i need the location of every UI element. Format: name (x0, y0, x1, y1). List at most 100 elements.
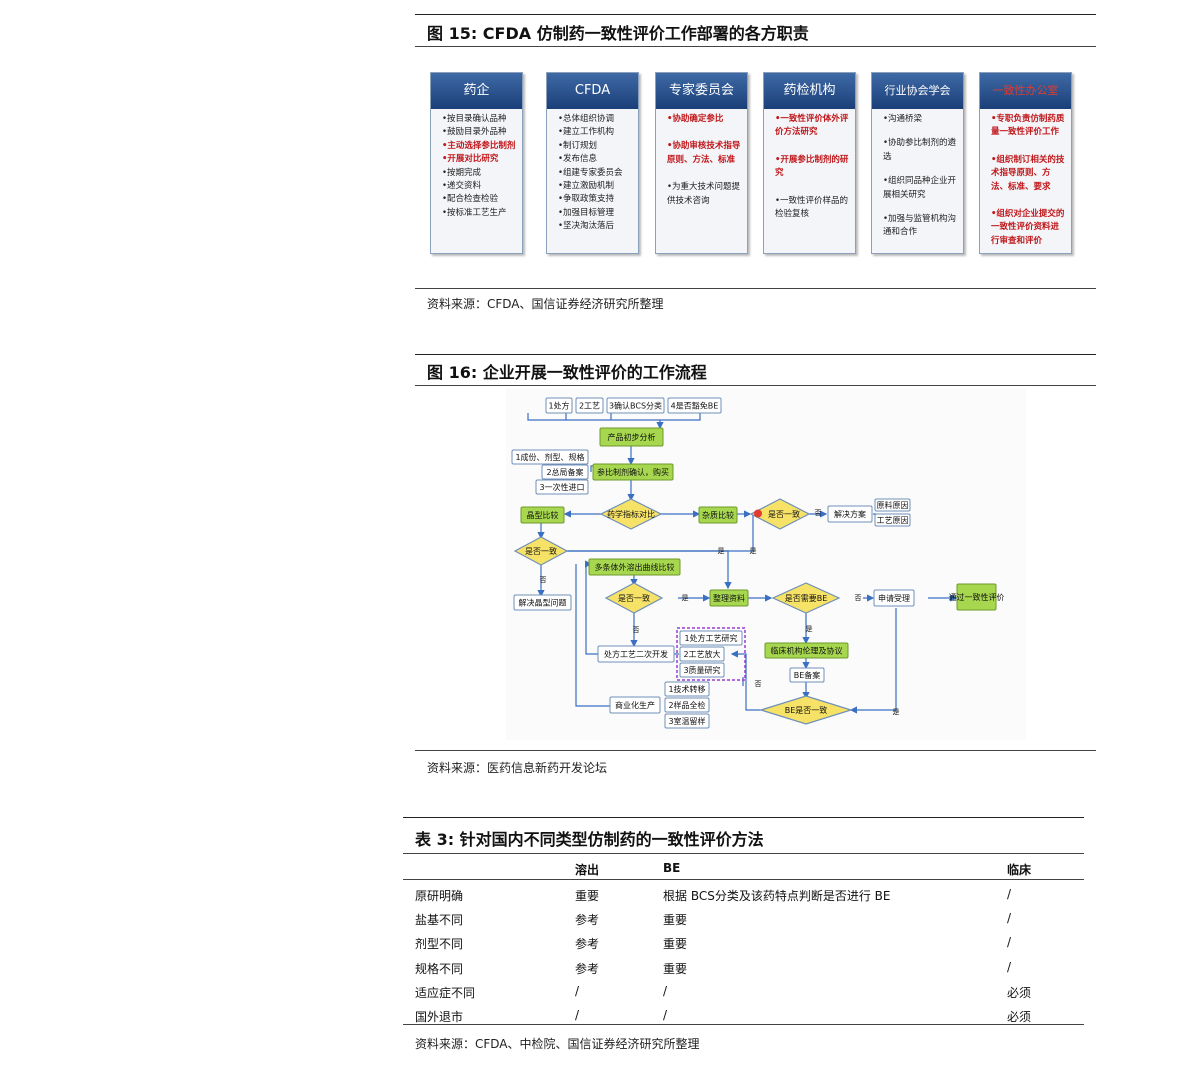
fig15-column-2: 专家委员会•协助确定参比•协助审核技术指导原则、方法、标准•为重大技术问题提供技… (655, 72, 748, 254)
flow-decision-pharm (599, 498, 663, 530)
flow-no-label: 否 (633, 626, 640, 634)
fig15-column-item: •协助参比制剂的遴选 (883, 138, 957, 162)
fig15-column-item: •沟通桥梁 (883, 114, 923, 124)
table-cell: 盐基不同 (415, 913, 464, 927)
flow-yes-label: 是 (750, 547, 757, 555)
table-cell: 重要 (663, 937, 688, 951)
table-row: 盐基不同 参考 重要 / (403, 907, 1084, 931)
fig15-column-header: 专家委员会 (656, 73, 747, 109)
fig15-column-item: •总体组织协调 (558, 114, 615, 124)
flow-box-com2 (664, 697, 710, 713)
flow-connector (527, 413, 664, 430)
flow-box-commercial (609, 696, 661, 714)
fig15-column-1: CFDA•总体组织协调•建立工作机构•制订规划•发布信息•组建专家委员会•建立激… (546, 72, 639, 254)
fig15-column-item: •组织制订相关的技术指导原则、方法、标准、要求 (991, 154, 1065, 192)
fig15-column-item: •建立工作机构 (558, 127, 615, 138)
fig15-column-item: •组织同品种企业开展相关研究 (883, 176, 957, 200)
fig15-column-header: CFDA (547, 73, 638, 109)
table-cell: 参考 (575, 937, 600, 951)
fig15-title-rule (415, 46, 1096, 47)
table-cell: 根据 BCS分类及该药特点判断是否进行 BE (663, 889, 891, 903)
fig15-column-3: 药检机构•一致性评价体外评价方法研究•开展参比制剂的研究•一致性评价样品的检验复… (763, 72, 856, 254)
flow-box-left2-label: 2总局备案 (546, 467, 583, 477)
fig15-column-item: •鼓励目录外品种 (442, 127, 507, 138)
flow-box-com1-label: 1技术转移 (668, 684, 705, 694)
table3-header-clinical: 临床 (1007, 863, 1032, 877)
table-row: 剂型不同 参考 重要 / (403, 931, 1084, 955)
flow-box-crystal (520, 506, 565, 524)
flow-box-clinic-label: 临床机构伦理及协议 (771, 646, 843, 656)
table3-bottom-rule (403, 1024, 1084, 1025)
fig16-source: 资料来源：医药信息新药开发论坛 (427, 761, 608, 775)
flow-no-label: 否 (855, 594, 862, 602)
fig15-column-item: •开展对比研究 (442, 154, 499, 165)
fig15-column-item: •加强目标管理 (558, 207, 615, 218)
flow-box-left3 (535, 479, 589, 495)
fig15-bottom-rule (415, 288, 1096, 289)
table3-header-row: 溶出 BE 临床 (403, 858, 1084, 878)
table-row: 适应症不同//必须 (403, 980, 1084, 1004)
table-cell: / (1007, 935, 1012, 949)
flow-box-cause1-label: 原料原因 (877, 500, 909, 510)
fig15-top-rule (415, 14, 1096, 15)
flow-box-dissolution (588, 558, 681, 576)
flow-box-left1-label: 1成份、剂型、规格 (515, 452, 584, 462)
flow-box-be-file (789, 667, 825, 683)
flow-box-left2 (541, 464, 589, 480)
flow-box-impurity (698, 506, 738, 524)
flow-box-top2-label: 2工艺 (579, 402, 600, 411)
flow-box-com1 (664, 681, 710, 697)
table-cell: / (663, 984, 668, 998)
fig15-title: 图 15: CFDA 仿制药一致性评价工作部署的各方职责 (427, 24, 809, 43)
fig15-column-item: •为重大技术问题提供技术咨询 (667, 182, 741, 206)
flow-box-analysis-label: 产品初步分析 (608, 432, 656, 442)
flow-box-top1-label: 1处方 (548, 401, 569, 411)
flow-box-com3-label: 3室温留样 (668, 716, 705, 726)
fig15-column-item: •坚决淘汰落后 (558, 221, 615, 232)
flow-box-redev (597, 645, 675, 663)
table3-title: 表 3: 针对国内不同类型仿制药的一致性评价方法 (415, 830, 764, 849)
fig15-column-5: 一致性办公室•专职负责仿制药质量一致性评价工作•组织制订相关的技术指导原则、方法… (979, 72, 1072, 254)
fig15-source: 资料来源：CFDA、国信证券经济研究所整理 (427, 297, 664, 311)
flow-box-dev1-label: 1处方工艺研究 (684, 633, 737, 643)
flow-decision-mid-label: 是否一致 (618, 593, 650, 603)
fig15-column-0: 药企•按目录确认品种•鼓励目录外品种•主动选择参比制剂•开展对比研究•按期完成•… (430, 72, 523, 254)
fig15-column-item: •按目录确认品种 (442, 114, 507, 124)
table-cell: / (663, 1008, 668, 1022)
fig15-column-header: 一致性办公室 (980, 73, 1071, 109)
fig15-column-item: •加强与监管机构沟通和合作 (883, 214, 957, 238)
flow-box-dev3-label: 3质量研究 (683, 665, 720, 675)
flow-yes-label: 是 (806, 625, 813, 633)
table-cell: 参考 (575, 913, 600, 927)
table-cell: / (1007, 911, 1012, 925)
table-cell: 重要 (663, 913, 688, 927)
flow-box-top2 (575, 397, 604, 414)
table-row: 国外退市//必须 (403, 1004, 1084, 1028)
table-cell: 参考 (575, 962, 600, 976)
table-cell: 重要 (575, 889, 600, 903)
table3-header-rule (403, 879, 1084, 880)
fig15-column-item: •一致性评价样品的检验复核 (775, 195, 849, 220)
flow-decision-same1-label: 是否一致 (768, 509, 800, 519)
fig15-column-item: •建立激励机制 (558, 181, 615, 192)
table3-header-be: BE (663, 861, 681, 875)
table-cell: 剂型不同 (415, 937, 464, 951)
flow-connector (730, 650, 761, 711)
fig15-column-item: •争取政策支持 (558, 194, 615, 205)
flow-box-top1 (545, 397, 573, 414)
fig15-column-item: •开展参比制剂的研究 (775, 154, 849, 179)
flow-box-solve-crystal-label: 解决晶型问题 (519, 598, 567, 608)
fig16-title: 图 16: 企业开展一致性评价的工作流程 (427, 363, 707, 382)
fig15-column-item: •按标准工艺生产 (442, 207, 507, 218)
flow-connector (660, 413, 701, 421)
flow-box-solution (827, 505, 873, 523)
table-cell: / (1007, 887, 1012, 901)
flow-box-pass (956, 583, 997, 611)
table-cell: 原研明确 (415, 889, 464, 903)
flow-box-reference (592, 463, 674, 481)
flow-no-label: 否 (755, 680, 762, 688)
flow-box-commercial-label: 商业化生产 (615, 700, 655, 710)
flow-box-top3 (606, 397, 665, 414)
fig15-column-header: 行业协会学会 (872, 73, 963, 109)
fig16-top-rule (415, 354, 1096, 355)
